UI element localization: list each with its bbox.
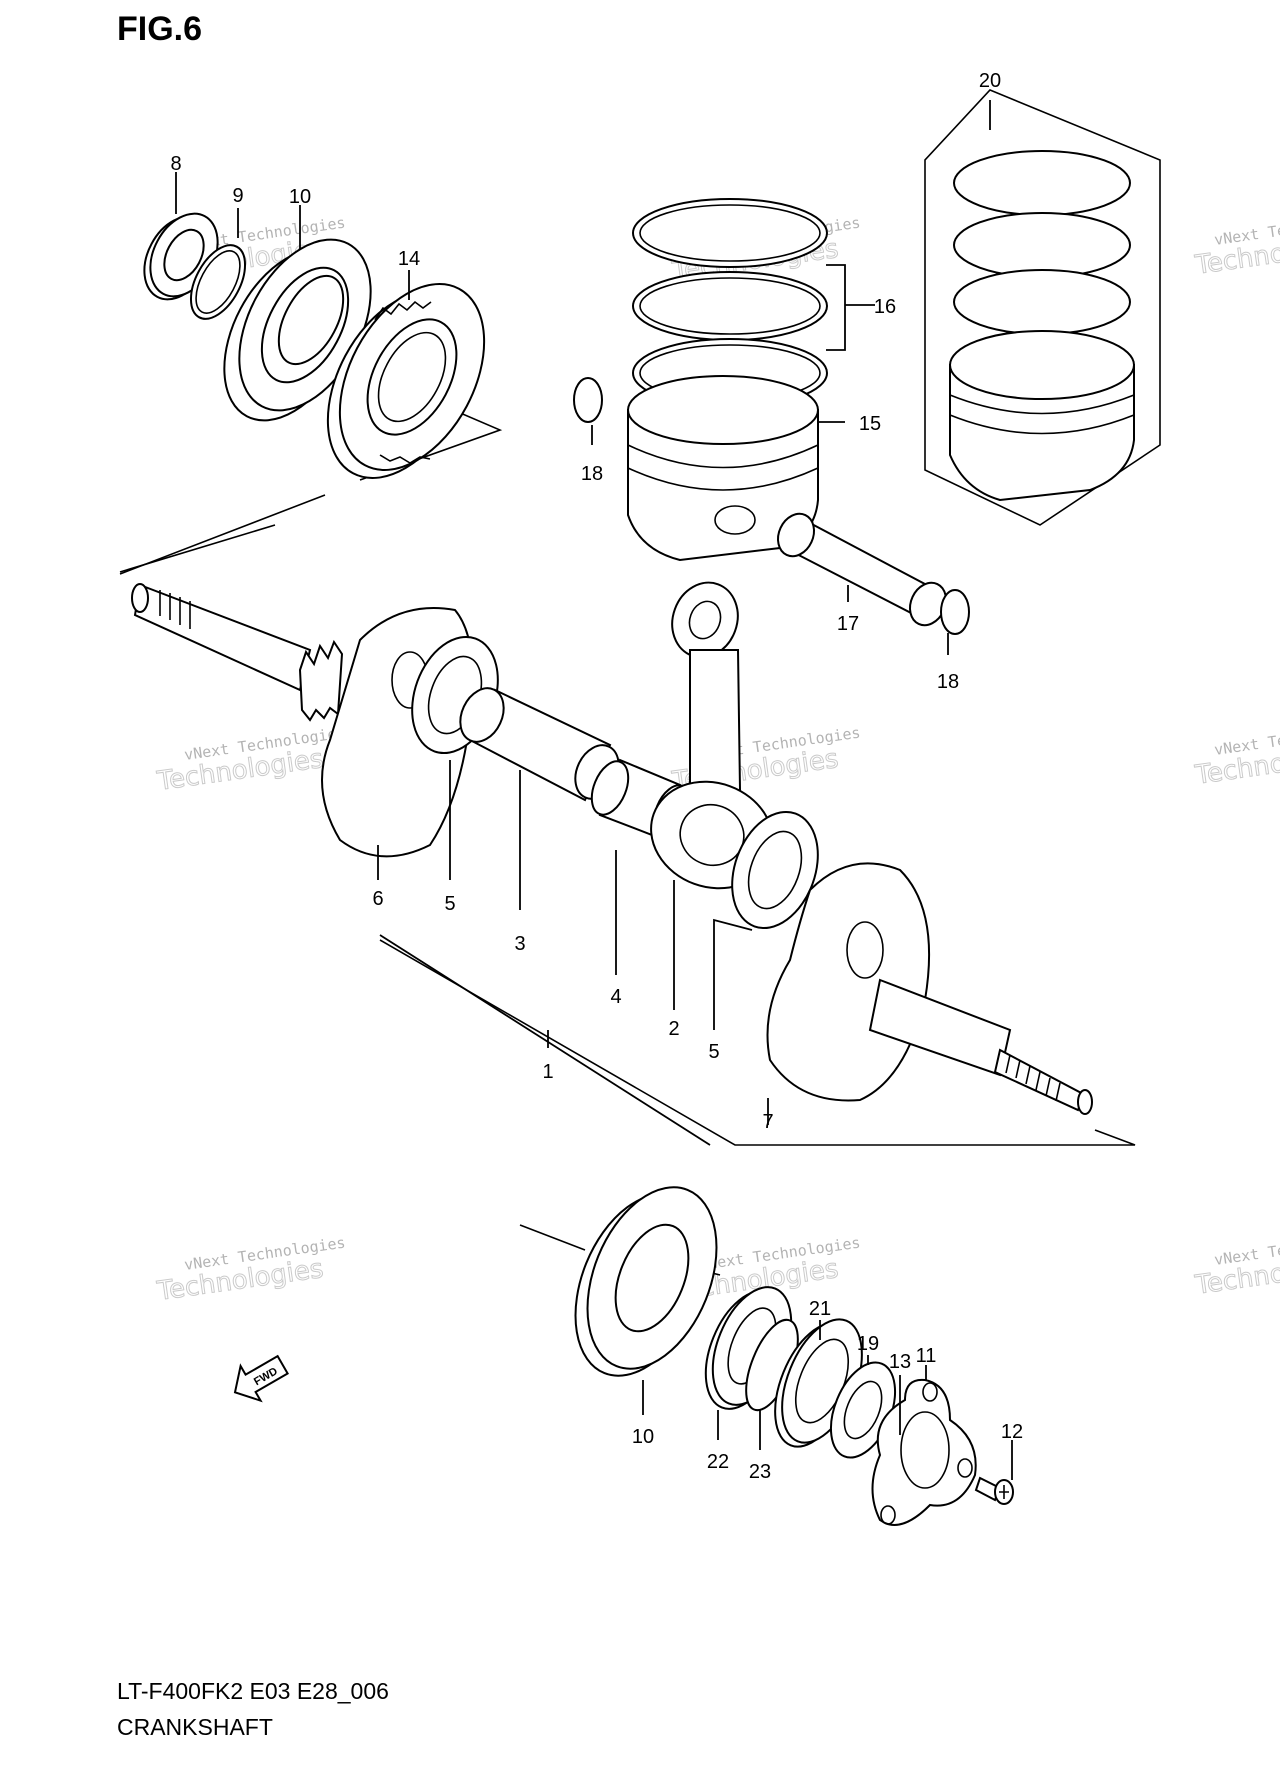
gear-14 [326,283,486,479]
retainer-plate-11 [871,1378,977,1526]
callout-1: 1 [542,1061,553,1083]
callout-10: 10 [289,186,311,208]
callout-20: 20 [979,70,1001,92]
right-bearing-group [519,1186,1014,1526]
piston-pin-17 [777,512,947,627]
left-bearing-group [119,212,503,575]
circlip-18-right [940,589,970,635]
callout-14: 14 [398,248,420,270]
crankshaft-group [119,524,1136,1146]
diagram-name: CRANKSHAFT [117,1714,273,1740]
callout-12: 12 [1001,1421,1023,1443]
callout-9: 9 [232,185,243,207]
callout-13: 13 [889,1351,911,1373]
watermark: vNext Technologies Technologies [1192,1229,1280,1302]
group-outline [119,524,1136,1146]
callout-7: 7 [762,1111,773,1133]
watermark: vNext Technologies Technologies [154,1234,346,1308]
watermark: vNext Technologies Technologies [1192,209,1280,282]
callout-11: 11 [916,1345,937,1367]
circlip-18-left [573,377,603,423]
piston-kit-20 [924,89,1161,526]
callout-5: 5 [444,893,455,915]
callout-17: 17 [837,613,859,635]
crank-right-shaft [868,978,1093,1115]
watermark: vNext Technologies Technologies [1192,719,1280,792]
callout-15: 15 [859,413,881,435]
leader-lines [175,100,1013,1480]
crank-pin-3 [459,687,620,802]
callout-16: 16 [874,296,896,318]
callout-4: 4 [610,986,621,1008]
diagram-code: LT-F400FK2 E03 E28_006 [117,1678,389,1704]
callout-18: 18 [581,463,603,485]
screw-12 [974,1476,1014,1505]
callout-10: 10 [632,1426,654,1448]
callout-5: 5 [708,1041,719,1063]
watermark: vNext Technologies Technologies [154,724,346,798]
callout-3: 3 [514,933,525,955]
forward-arrow-badge: FWD [233,1354,289,1403]
piston-group [573,198,970,635]
figure-title: FIG.6 [117,10,202,48]
bearing-10-lower [574,1186,718,1377]
callout-19: 19 [857,1333,879,1355]
callout-23: 23 [749,1461,771,1483]
callout-8: 8 [170,153,181,175]
callout-2: 2 [668,1018,679,1040]
kit-outline [924,89,1161,526]
circlip-9 [189,244,247,320]
crank-left-shaft [131,583,344,722]
thrust-washer-5-right [731,810,819,930]
piston-15 [627,375,819,562]
callout-22: 22 [707,1451,729,1473]
callout-21: 21 [809,1298,831,1320]
crank-web-7 [766,862,931,1102]
callout-6: 6 [372,888,383,910]
callout-18: 18 [937,671,959,693]
